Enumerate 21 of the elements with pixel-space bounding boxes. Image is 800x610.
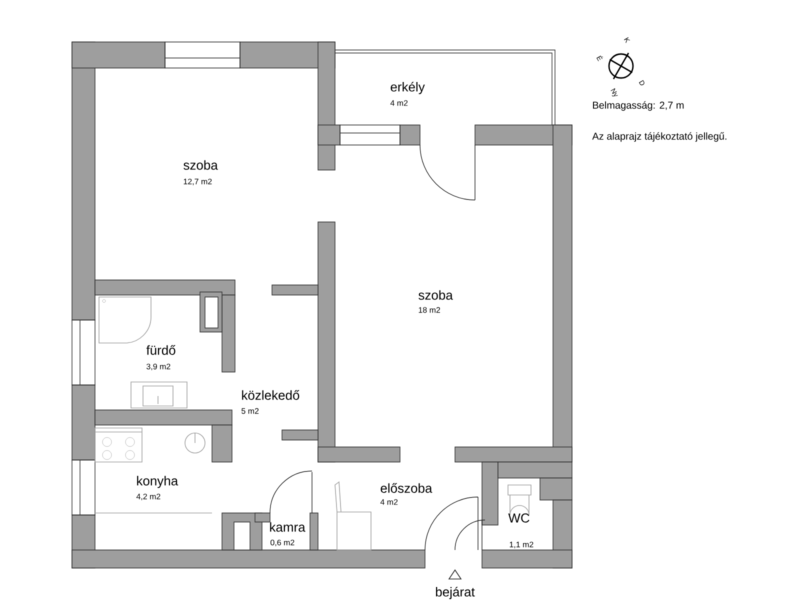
room-name: közlekedő [242,390,300,400]
entrance-label: bejárat [436,586,475,600]
room-name: fürdő [146,345,176,355]
room-area: 4 m2 [390,100,408,106]
room-name: konyha [137,476,178,488]
room-area: 0,6 m2 [270,540,294,546]
room-area: 5 m2 [242,408,259,414]
room-area: 1,1 m2 [510,542,534,548]
room-area: 3,9 m2 [146,364,170,370]
room-area: 4,2 m2 [136,494,160,500]
note-text: Belmagasság: 2,7 m [593,101,684,111]
room-name: erkély [390,82,425,94]
room-name: előszoba [380,483,432,493]
note-text: Az alaprajz tájékoztató jellegű. [592,132,726,142]
room-area: 4 m2 [380,499,398,505]
room-area: 18 m2 [418,307,440,313]
room-name: WC [508,513,530,523]
room-name: szoba [418,290,453,300]
room-name: szoba [184,160,218,170]
room-area: 12,7 m2 [184,178,212,186]
room-name: kamra [270,522,306,532]
